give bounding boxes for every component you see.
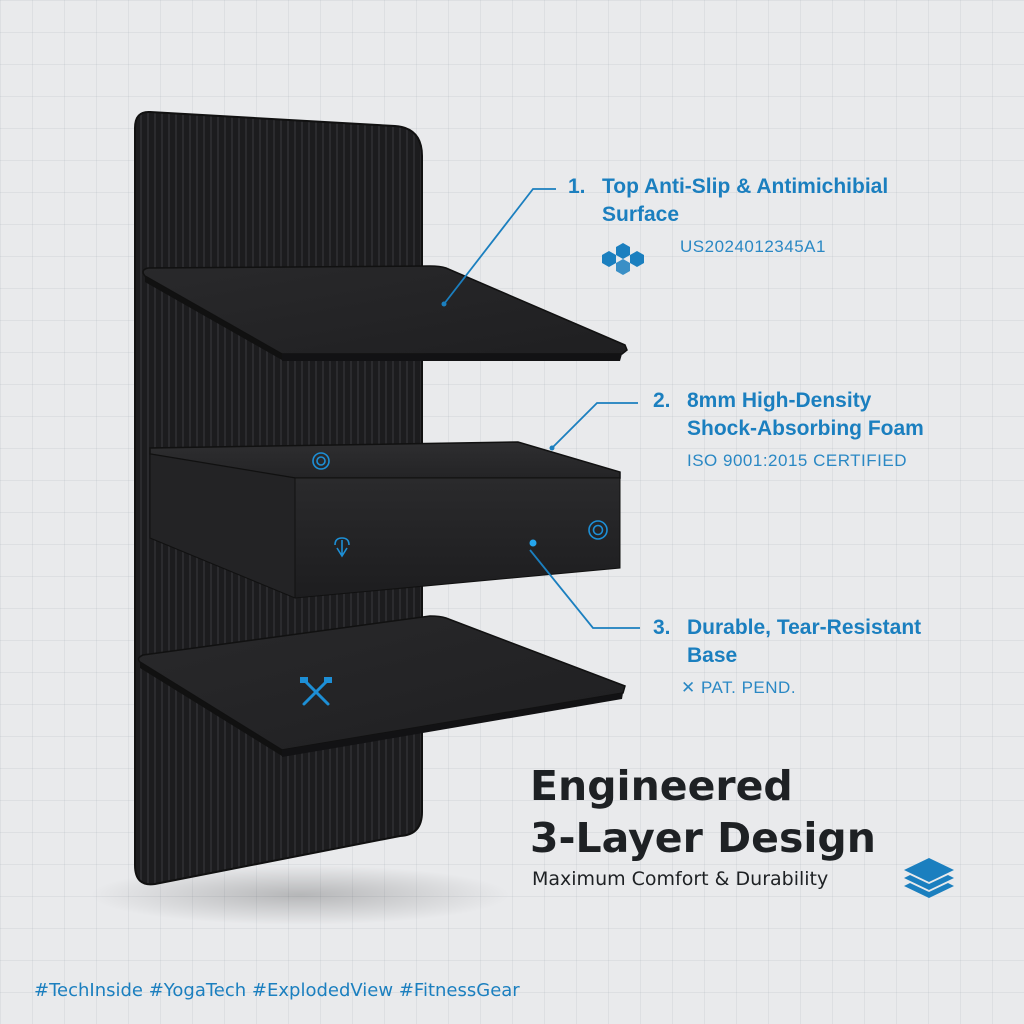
hand-touch-icon [334,537,350,558]
callout-top-surface: 1. Top Anti-Slip & Antimichibial Surface… [568,175,998,275]
floor-shadow [90,865,510,925]
leader-lines [443,188,640,629]
callout-title: Top Anti-Slip & Antimichibial Surface [602,175,889,226]
callout-number: 2. [653,389,671,412]
headline: Engineered 3-Layer Design [530,760,990,864]
target-ring-icon [312,452,330,470]
callout-title: 8mm High-Density Shock-Absorbing Foam [687,389,924,440]
callout-number: 1. [568,175,586,198]
hammer-wrench-icon [300,677,332,706]
tagline: Maximum Comfort & Durability [532,868,829,890]
headline-line-2: 3-Layer Design [530,814,876,862]
layer-base [137,615,626,757]
patent-number: US2024012345A1 [680,237,826,256]
certification-badge: ISO 9001:2015 CERTIFIED [687,451,908,470]
layer-foam-block [149,441,621,599]
callout-base-layer: 3. Durable, Tear-Resistant Base ✕ PAT. P… [653,616,1013,716]
callout-number: 3. [653,616,671,639]
hashtags: #TechInside #YogaTech #ExplodedView #Fit… [34,980,520,1001]
callout-foam-layer: 2. 8mm High-Density Shock-Absorbing Foam… [653,389,1013,489]
target-ring-icon [588,520,608,540]
cross-mark-icon: ✕ [681,678,696,697]
headline-line-1: Engineered [530,762,793,810]
layers-stack-icon [904,858,954,898]
hexagon-cluster-icon [602,243,644,275]
callout-title: Durable, Tear-Resistant Base [687,616,922,667]
layer-top-surface [142,265,628,361]
patent-pending-badge: ✕ PAT. PEND. [681,678,797,697]
